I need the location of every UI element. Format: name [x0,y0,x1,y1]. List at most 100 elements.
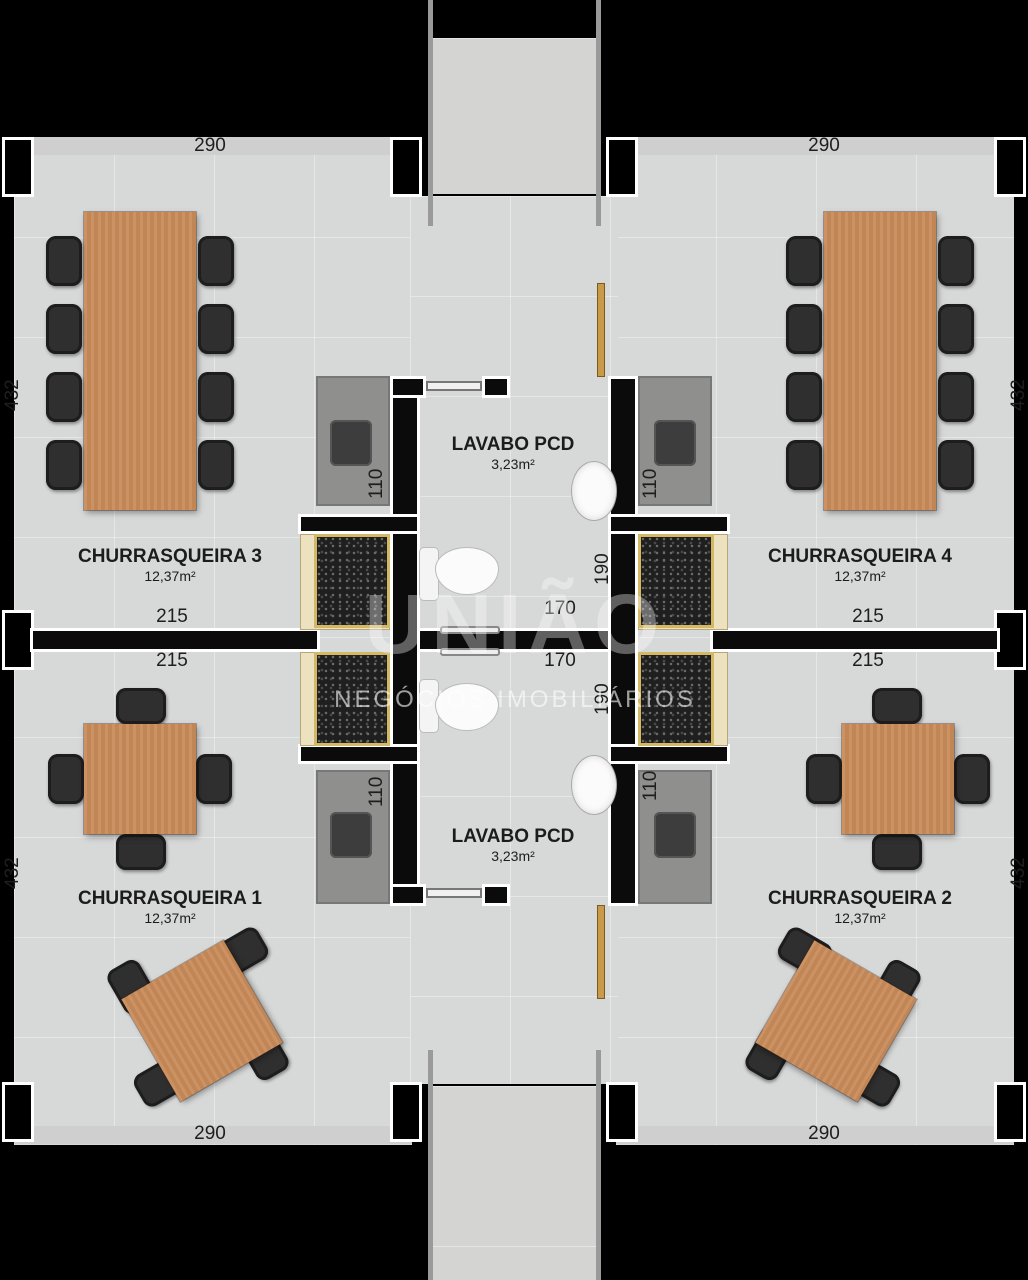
border-bottom-right [616,1126,1014,1144]
chair-icon [198,372,234,422]
chair-icon [196,754,232,804]
sink-icon [330,812,372,858]
chair-icon [786,236,822,286]
chair-icon [46,372,82,422]
washbasin-icon [572,462,616,520]
lavabo-wall-bottom-r [482,884,510,906]
sink-icon [654,812,696,858]
chair-icon [954,754,990,804]
room-label-churrasqueira-3: CHURRASQUEIRA 3 12,37m² [40,546,300,584]
post [606,1082,638,1142]
dim-inner-right-top: 215 [852,606,884,627]
chair-icon [198,304,234,354]
dim-inner-right-bottom: 215 [852,650,884,671]
dim-bottom-left: 290 [194,1123,226,1144]
dim-lavabo-top: 170 [544,598,576,619]
room-label-lavabo-top: LAVABO PCD 3,23m² [420,434,606,472]
railing-bottom-right [596,1050,601,1280]
grill-icon [314,652,390,746]
room-name: CHURRASQUEIRA 1 [77,888,263,909]
table-3 [84,212,196,510]
chair-icon [46,304,82,354]
washbasin-icon [572,756,616,814]
room-area: 3,23m² [491,456,535,472]
post [2,610,34,670]
room-label-churrasqueira-2: CHURRASQUEIRA 2 12,37m² [730,888,990,926]
room-name: CHURRASQUEIRA 4 [767,546,953,567]
dim-counter-top-left: 110 [366,468,387,500]
dim-inner-left-top: 215 [156,606,188,627]
divider-wall-center [400,628,628,652]
grill-icon [638,534,714,628]
chair-icon [46,440,82,490]
post [2,137,34,197]
toilet-tank-top [420,548,438,600]
counter-top-left [316,376,390,506]
chair-icon [938,440,974,490]
dim-height-right-bottom: 432 [1008,857,1028,889]
room-name: CHURRASQUEIRA 3 [77,546,263,567]
dim-height-right-top: 432 [1008,379,1028,411]
grill-wall-right-b [608,744,730,764]
watermark-brand: UNIÃO [364,577,666,671]
dim-height-left-bottom: 432 [2,857,23,889]
lavabo-wall-left-top [390,376,420,906]
watermark-tagline: NEGÓCIOS IMOBILIÁRIOS [334,686,696,713]
room-name: LAVABO PCD [451,434,575,455]
chair-icon [198,236,234,286]
corridor-top [432,38,596,194]
dim-inner-left-bottom: 215 [156,650,188,671]
table-2a [842,724,954,834]
grab-bar-top [440,626,500,634]
sink-icon [654,420,696,466]
room-name: CHURRASQUEIRA 2 [767,888,953,909]
corridor-bottom [432,1086,596,1280]
lavabo-wall-bottom [390,884,426,906]
dim-counter-bottom-right: 110 [640,770,661,802]
divider-wall-right [710,628,1000,652]
border-bottom-left [14,1126,412,1144]
room-label-lavabo-bottom: LAVABO PCD 3,23m² [420,826,606,864]
chair-icon [786,372,822,422]
room-area: 12,37m² [144,910,196,926]
counter-top-right [638,376,712,506]
dim-top-right: 290 [808,135,840,156]
door-top[interactable] [598,284,604,376]
window-bottom [426,888,482,898]
door-bottom[interactable] [598,906,604,998]
counter-bottom-left [316,770,390,904]
chair-icon [46,236,82,286]
divider-wall-left [30,628,320,652]
chair-icon [938,236,974,286]
lavabo-wall-top-r [482,376,510,398]
chair-icon [116,834,166,870]
dim-lavabo-bottom: 170 [544,650,576,671]
toilet-icon [436,684,498,730]
window-top [426,381,482,391]
lavabo-wall-top [390,376,426,398]
chair-icon [938,372,974,422]
table-4 [824,212,936,510]
room-area: 12,37m² [144,568,196,584]
railing-top-right [596,0,601,226]
toilet-icon [436,548,498,594]
grill-wall-left [298,514,420,534]
post [390,137,422,197]
grill-wall-left-b [298,744,420,764]
dim-counter-top-right: 110 [640,468,661,500]
chair-icon [48,754,84,804]
post [606,137,638,197]
lavabo-wall-right-top [608,376,638,906]
toilet-tank-bottom [420,680,438,732]
room-area: 12,37m² [834,910,886,926]
chair-icon [786,304,822,354]
chair-icon [872,688,922,724]
post [994,137,1026,197]
dim-height-left-top: 432 [2,379,23,411]
railing-top-left [428,0,433,226]
post [390,1082,422,1142]
border-top-right [616,137,1014,155]
chair-icon [872,834,922,870]
railing-bottom-left [428,1050,433,1280]
